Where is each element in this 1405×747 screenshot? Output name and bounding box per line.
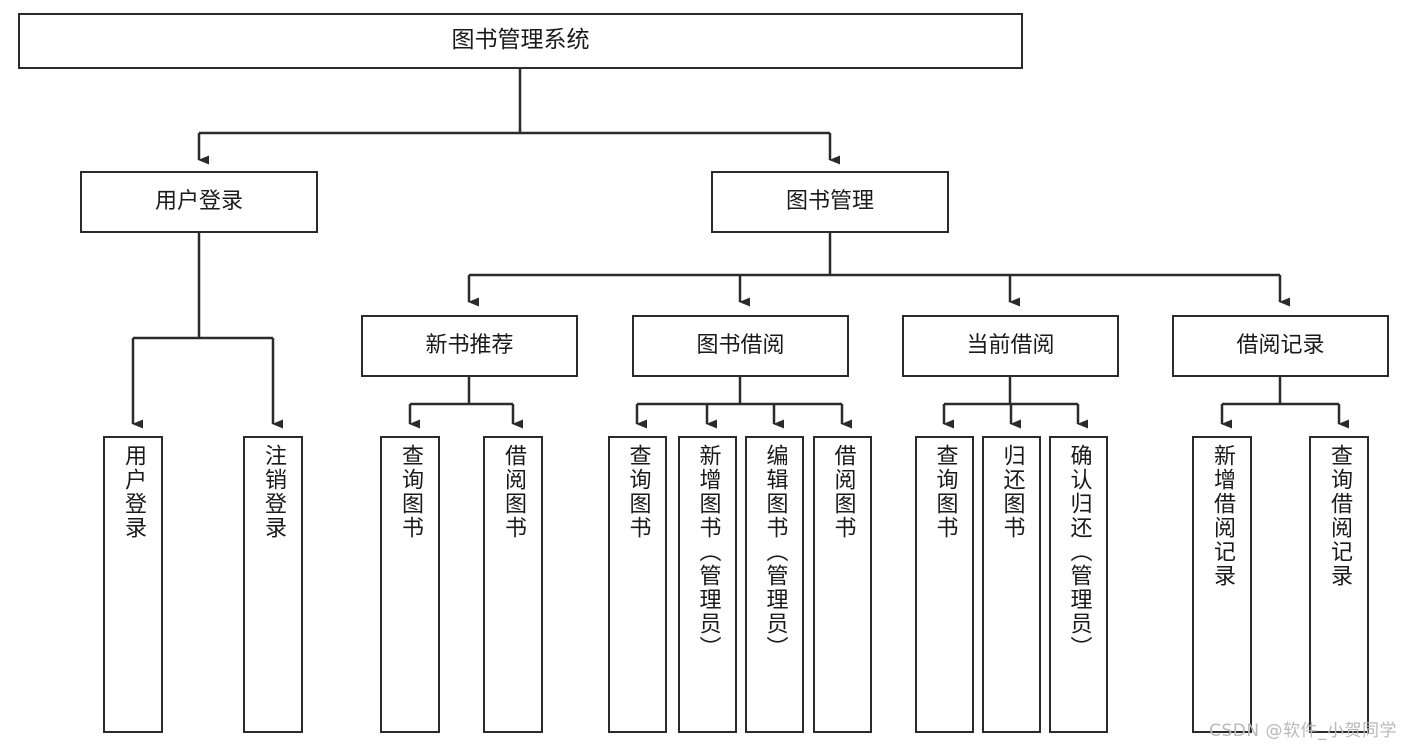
node-label: 图书管理系统 — [451, 27, 590, 54]
node-label: 新书推荐 — [425, 333, 514, 359]
node-leaf-query-book-3[interactable]: 查询图书 — [915, 436, 974, 733]
node-label: 借阅图书 — [830, 444, 856, 540]
node-label: 新增图书（管理员） — [695, 444, 721, 660]
node-leaf-query-record[interactable]: 查询借阅记录 — [1309, 436, 1369, 733]
node-label: 编辑图书（管理员） — [762, 444, 788, 660]
node-new-book-recommend[interactable]: 新书推荐 — [361, 315, 578, 377]
node-leaf-query-book-1[interactable]: 查询图书 — [380, 436, 440, 733]
node-label: 图书借阅 — [696, 333, 785, 359]
node-leaf-borrow-book-2[interactable]: 借阅图书 — [813, 436, 872, 733]
node-label: 新增借阅记录 — [1210, 444, 1235, 588]
node-label: 当前借阅 — [966, 333, 1055, 359]
node-leaf-confirm-return[interactable]: 确认归还（管理员） — [1049, 436, 1108, 733]
node-leaf-logout-login[interactable]: 注销登录 — [243, 436, 303, 733]
node-leaf-add-book[interactable]: 新增图书（管理员） — [678, 436, 737, 733]
node-borrow-record[interactable]: 借阅记录 — [1172, 315, 1389, 377]
node-book-manage[interactable]: 图书管理 — [711, 171, 949, 233]
node-label: 注销登录 — [261, 444, 286, 540]
node-label: 借阅记录 — [1236, 333, 1325, 359]
node-leaf-query-book-2[interactable]: 查询图书 — [608, 436, 667, 733]
node-label: 查询图书 — [625, 444, 651, 540]
node-leaf-edit-book[interactable]: 编辑图书（管理员） — [745, 436, 804, 733]
node-leaf-borrow-book-1[interactable]: 借阅图书 — [483, 436, 543, 733]
node-label: 查询借阅记录 — [1327, 444, 1352, 588]
node-label: 借阅图书 — [501, 444, 526, 540]
node-label: 用户登录 — [121, 444, 146, 540]
node-label: 确认归还（管理员） — [1066, 444, 1092, 660]
node-root-system[interactable]: 图书管理系统 — [18, 13, 1023, 69]
node-current-borrow[interactable]: 当前借阅 — [902, 315, 1119, 377]
node-label: 用户登录 — [154, 189, 243, 215]
node-leaf-return-book[interactable]: 归还图书 — [982, 436, 1041, 733]
node-leaf-user-login[interactable]: 用户登录 — [103, 436, 163, 733]
node-leaf-add-record[interactable]: 新增借阅记录 — [1192, 436, 1252, 733]
node-label: 归还图书 — [999, 444, 1025, 540]
node-label: 查询图书 — [932, 444, 958, 540]
node-label: 图书管理 — [785, 189, 874, 215]
node-label: 查询图书 — [398, 444, 423, 540]
node-user-login[interactable]: 用户登录 — [80, 171, 318, 233]
node-book-borrow[interactable]: 图书借阅 — [632, 315, 849, 377]
